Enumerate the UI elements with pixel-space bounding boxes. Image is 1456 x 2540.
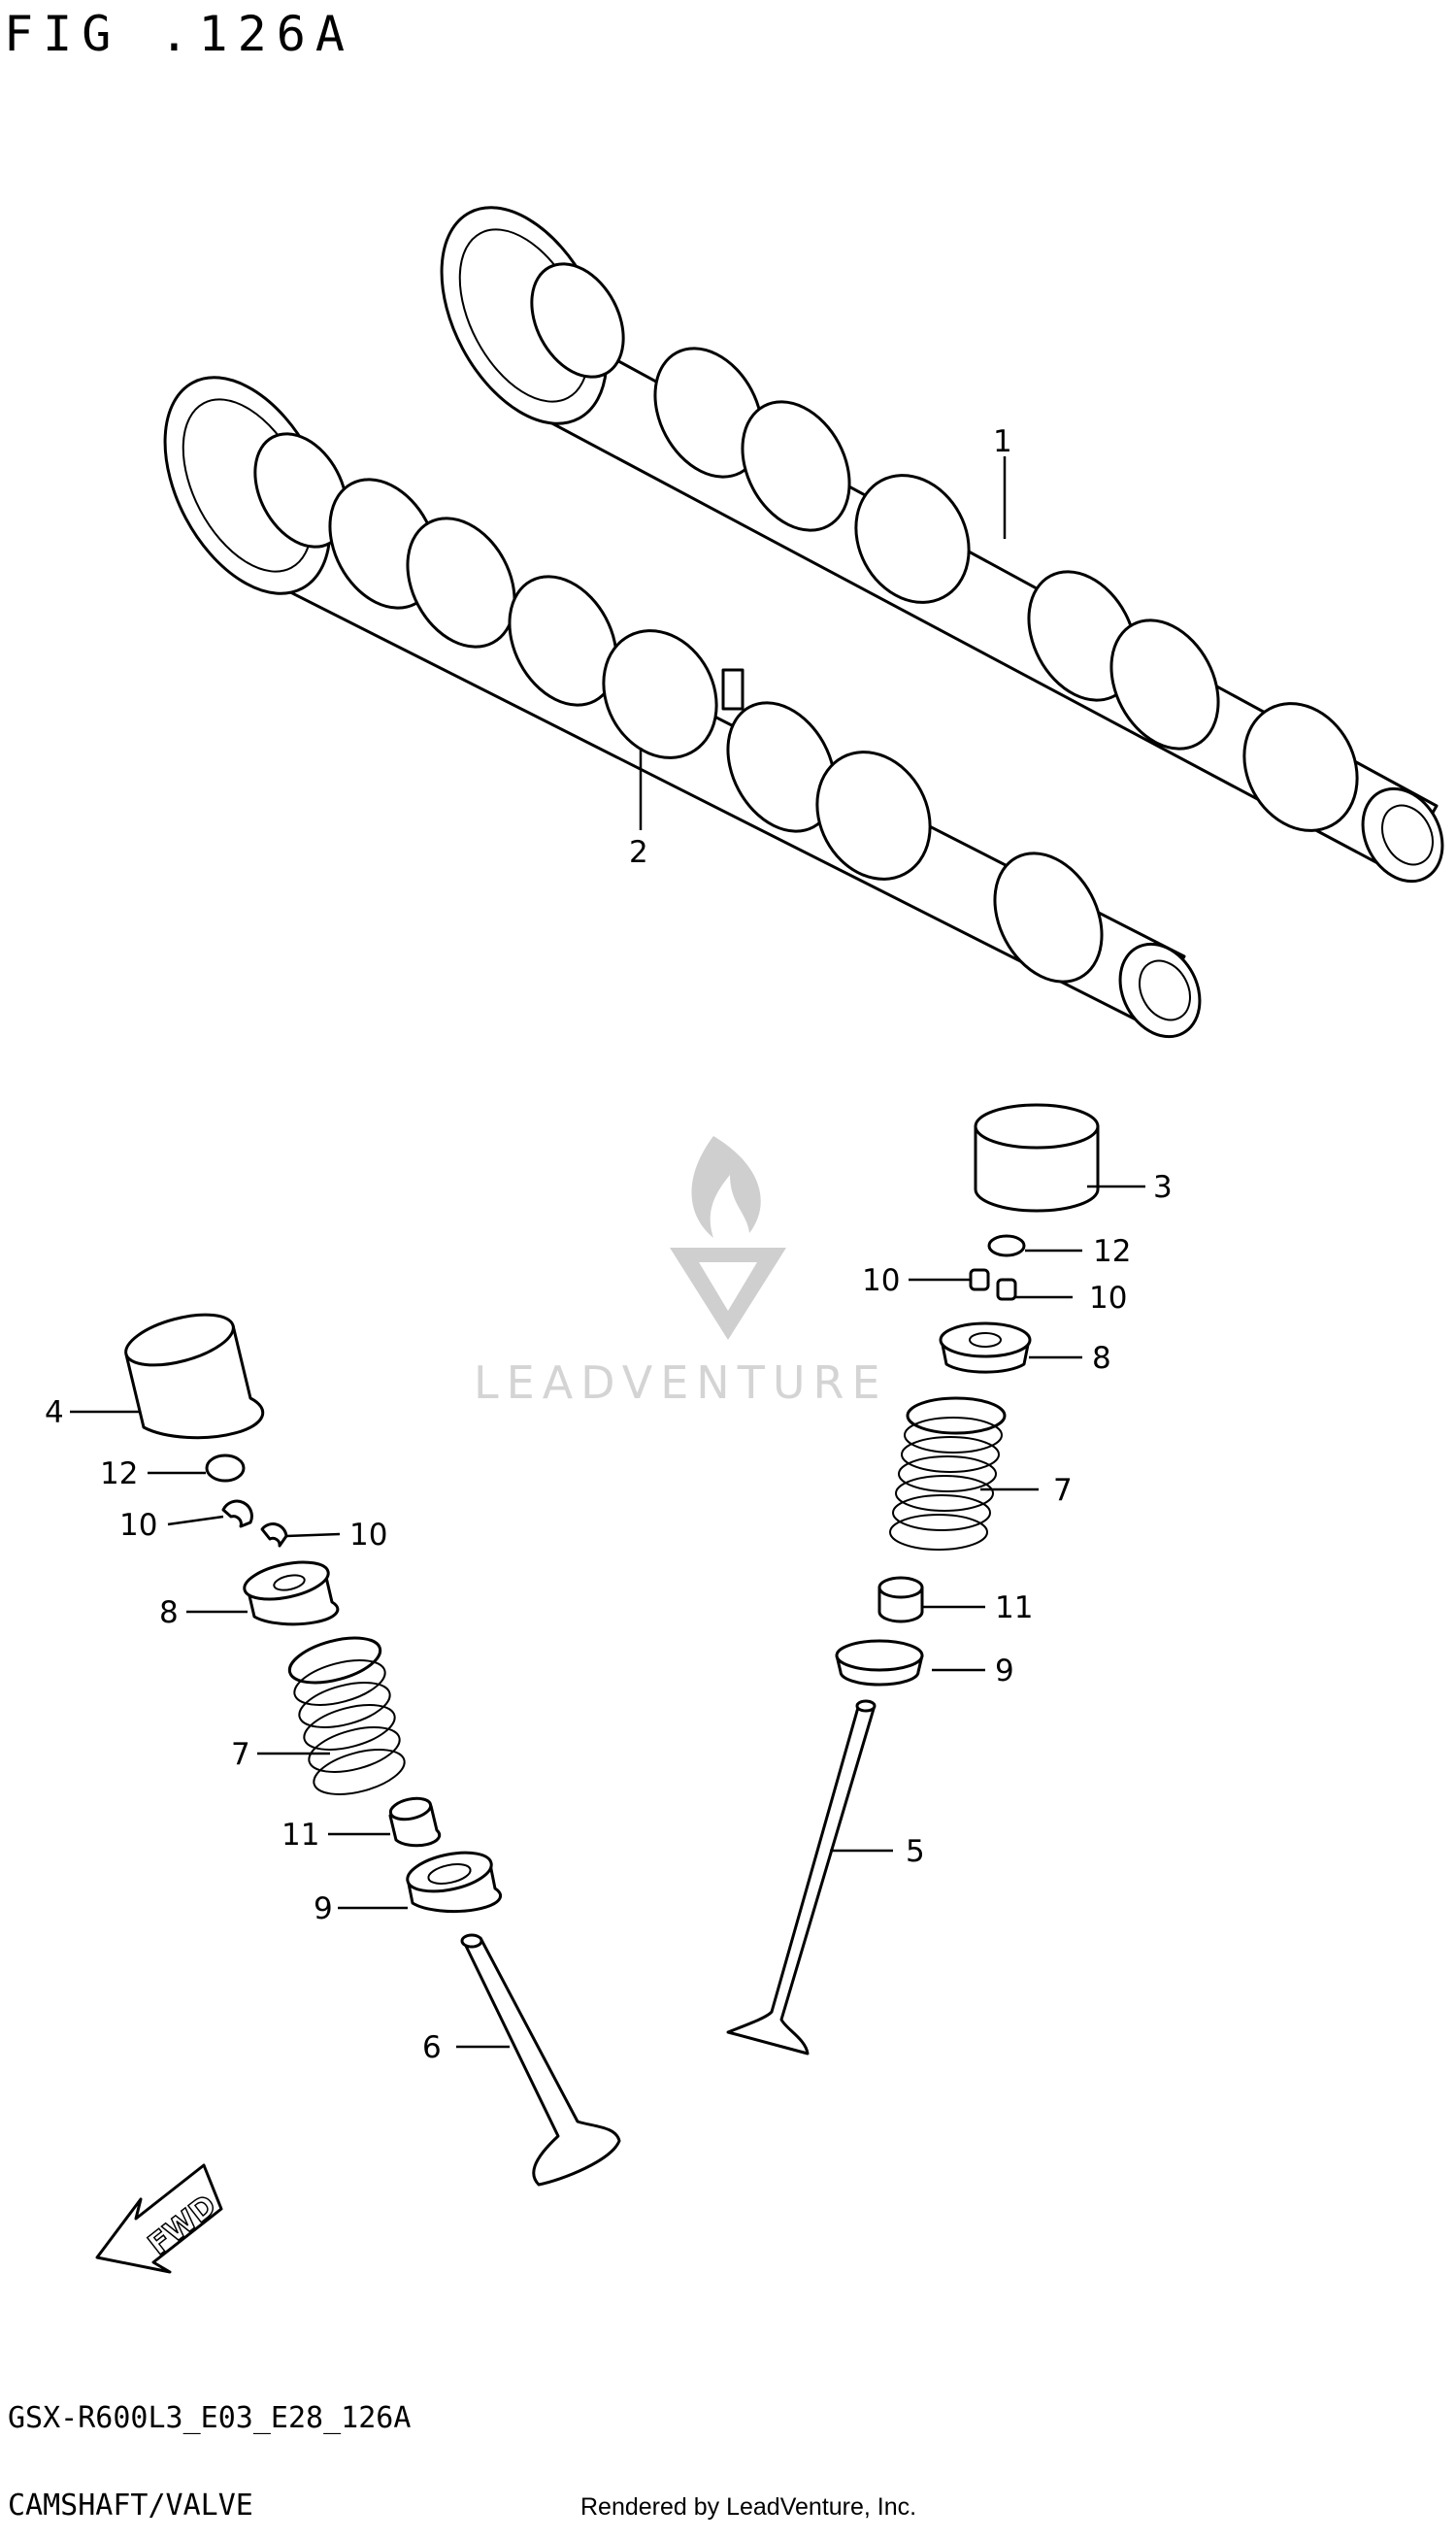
valve-6-exhaust[interactable] bbox=[460, 1933, 621, 2187]
callout-8-right: 8 bbox=[1092, 1341, 1111, 1376]
callout-labels: 1 2 3 4 5 6 7 7 8 8 9 9 10 10 10 10 11 1… bbox=[45, 424, 1173, 2065]
retainer-8-left[interactable] bbox=[241, 1555, 340, 1626]
tappet-4[interactable] bbox=[120, 1305, 265, 1440]
cotter-10-left-b[interactable] bbox=[260, 1522, 288, 1548]
callout-11-right: 11 bbox=[995, 1590, 1033, 1625]
valve-spring-7-left[interactable] bbox=[284, 1629, 409, 1802]
camshaft-2[interactable] bbox=[131, 350, 1215, 1051]
callout-7-right: 7 bbox=[1053, 1473, 1073, 1508]
watermark-text: LEADVENTURE bbox=[474, 1356, 888, 1409]
callout-10-left-a: 10 bbox=[119, 1508, 157, 1543]
callout-10-left-b: 10 bbox=[349, 1518, 387, 1553]
callout-9-left: 9 bbox=[314, 1891, 333, 1926]
callout-10-right-b: 10 bbox=[1089, 1281, 1127, 1316]
shim-12-left[interactable] bbox=[205, 1454, 246, 1483]
stem-seal-11-left[interactable] bbox=[388, 1795, 442, 1848]
cotter-10-right-a[interactable] bbox=[969, 1268, 990, 1291]
shim-12-right[interactable] bbox=[987, 1234, 1026, 1257]
section-name: CAMSHAFT/VALVE bbox=[8, 2489, 253, 2523]
model-code: GSX-R600L3_E03_E28_126A bbox=[8, 2401, 412, 2435]
fwd-direction-arrow: FWD bbox=[95, 2163, 223, 2274]
callout-7-left: 7 bbox=[231, 1737, 250, 1772]
tappet-3[interactable] bbox=[974, 1103, 1100, 1213]
callout-11-left: 11 bbox=[281, 1818, 319, 1853]
callout-10-right-a: 10 bbox=[862, 1263, 900, 1298]
callout-1: 1 bbox=[993, 424, 1012, 459]
callout-9-right: 9 bbox=[995, 1654, 1014, 1688]
callout-12-left: 12 bbox=[100, 1456, 138, 1491]
retainer-8-right[interactable] bbox=[939, 1321, 1032, 1374]
render-credit: Rendered by LeadVenture, Inc. bbox=[580, 2493, 917, 2521]
watermark-logo bbox=[670, 1136, 786, 1340]
camshaft-1[interactable] bbox=[408, 180, 1456, 895]
callout-6: 6 bbox=[422, 2030, 442, 2065]
spring-seat-9-right[interactable] bbox=[835, 1639, 924, 1687]
cotter-10-right-b[interactable] bbox=[996, 1278, 1017, 1301]
valve-5-intake[interactable] bbox=[726, 1699, 877, 2055]
callout-3: 3 bbox=[1153, 1170, 1173, 1205]
valve-spring-7-right[interactable] bbox=[889, 1396, 1007, 1551]
leader-lines bbox=[70, 456, 1145, 2049]
spring-seat-9-left[interactable] bbox=[404, 1846, 503, 1914]
callout-4: 4 bbox=[45, 1395, 64, 1430]
figure-title: FIG .126A bbox=[4, 6, 354, 62]
callout-2: 2 bbox=[629, 835, 648, 870]
callout-12-right: 12 bbox=[1093, 1234, 1131, 1269]
callout-5: 5 bbox=[906, 1834, 925, 1869]
cotter-10-left-a[interactable] bbox=[221, 1499, 253, 1528]
stem-seal-11-right[interactable] bbox=[877, 1576, 924, 1623]
callout-8-left: 8 bbox=[159, 1595, 179, 1630]
